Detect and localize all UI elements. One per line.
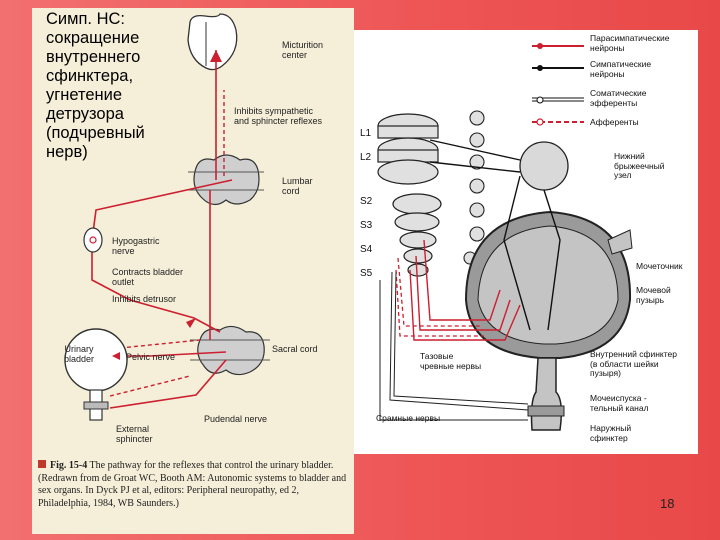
legend-parasympathetic: Парасимпатические нейроны: [590, 33, 670, 53]
label-inhibits-detrusor: Inhibits detrusor: [112, 294, 177, 304]
arrowhead: [112, 352, 120, 360]
label-urethra: Мочеиспуска - тельный канал: [590, 393, 649, 413]
label-bladder: Мочевой пузырь: [636, 285, 671, 305]
label-urinary-bladder: Urinary bladder: [64, 344, 95, 364]
caption-fig-label: Fig. 15-4: [50, 460, 88, 471]
label-contracts-bladder-outlet: Contracts bladder outlet: [112, 267, 184, 287]
legend-afferent: Афференты: [590, 117, 639, 127]
arrowhead: [186, 318, 196, 328]
segment-s2: S2: [360, 196, 373, 207]
overlay-caption: Симп. НС: сокращение внутреннего сфинкте…: [46, 10, 145, 161]
legend-somatic: Соматические эфференты: [590, 88, 647, 108]
segment-s3: S3: [360, 220, 373, 231]
urinary-bladder-shape: [64, 328, 128, 421]
label-inhibits-sympathetic: Inhibits sympathetic and sphincter refle…: [234, 106, 323, 126]
label-lumbar-cord: Lumbar cord: [282, 176, 313, 196]
label-internal-sphincter: Внутренний сфинктер (в области шейки пуз…: [590, 349, 677, 378]
red-dashed-pathways: [109, 90, 225, 397]
label-micturition-center: Micturition center: [282, 40, 324, 60]
segment-s5: S5: [360, 268, 373, 279]
spinal-segments: [377, 113, 442, 277]
caption-marker: [38, 460, 46, 468]
caption-text: The pathway for the reflexes that contro…: [38, 460, 347, 509]
arrowhead: [210, 50, 222, 62]
label-ureter: Мочеточник: [636, 261, 683, 271]
label-pelvic-nerve: Pelvic nerve: [126, 352, 176, 362]
sympathetic-lines: [429, 139, 561, 331]
segment-l1: L1: [360, 128, 372, 139]
micturition-center-shape: [187, 13, 238, 71]
sacral-cord-shape: [190, 325, 270, 376]
page-number: 18: [660, 496, 675, 511]
sympathetic-chain: [463, 110, 485, 265]
somatic-efferent-lines: [379, 271, 529, 421]
left-diagram-panel: [32, 8, 354, 534]
label-pudendal-nerve: Pudendal nerve: [204, 414, 268, 424]
label-external-sphincter-ru: Наружный сфинктер: [590, 423, 632, 443]
legend-sympathetic: Симпатические нейроны: [590, 59, 652, 79]
label-pudendal-nerves: Срамные нервы: [376, 413, 441, 423]
figure-caption: Fig. 15-4 The pathway for the reflexes t…: [38, 460, 350, 510]
label-sacral-cord: Sacral cord: [272, 344, 318, 354]
label-inferior-mesenteric-ganglion: Нижний брыжеечный узел: [614, 151, 665, 180]
segment-l2: L2: [360, 152, 372, 163]
afferent-lines: [395, 257, 484, 337]
legend-lines: [532, 43, 584, 126]
segment-s4: S4: [360, 244, 373, 255]
inferior-mesenteric-ganglion: [519, 141, 569, 191]
label-pelvic-splanchnic-nerves: Тазовые чревные нервы: [420, 351, 482, 371]
label-hypogastric-nerve: Hypogastric nerve: [112, 236, 160, 256]
hypogastric-ganglion-shape: [83, 227, 103, 253]
label-external-sphincter: External sphincter: [116, 424, 153, 444]
parasympathetic-lines: [409, 239, 521, 341]
